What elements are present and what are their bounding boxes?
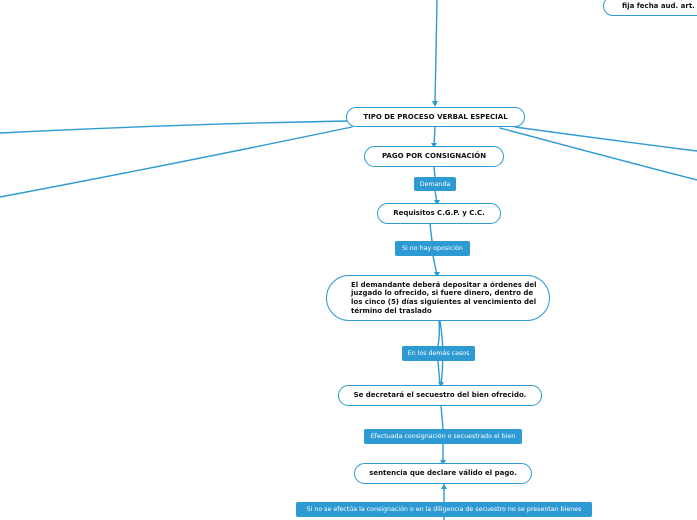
node-pago-consignacion-text: PAGO POR CONSIGNACIÓN (381, 152, 487, 161)
label-demanda[interactable]: Demanda (414, 177, 456, 191)
label-no-oposicion[interactable]: Si no hay oposición (395, 241, 470, 256)
arrowhead-requisitos (434, 200, 440, 205)
node-fija-fecha[interactable]: fija fecha aud. art. 1 (603, 0, 697, 16)
node-tipo-proceso-text: TIPO DE PROCESO VERBAL ESPECIAL (363, 112, 508, 121)
node-tipo-proceso[interactable]: TIPO DE PROCESO VERBAL ESPECIAL (346, 107, 525, 127)
arrowhead-demandante (434, 272, 440, 277)
connector-demas-to-secuestro (437, 360, 441, 386)
label-demas-casos[interactable]: En los demás casos (402, 346, 475, 361)
node-requisitos-text: Requisitos C.G.P. y C.C. (393, 209, 485, 218)
connector-pago-to-demanda (433, 166, 436, 178)
connector-tipo-to-pago (433, 126, 436, 147)
label-efectuada-text: Efectuada consignación o secuestrado el … (370, 433, 516, 440)
connector-demandante-to-demas (437, 320, 441, 347)
arrowhead-sentencia-up (441, 484, 447, 489)
label-demas-casos-text: En los demás casos (407, 350, 470, 357)
arrowhead-tipo (432, 101, 438, 107)
label-no-efectua[interactable]: Si no se efectúa la consignación o en la… (296, 502, 592, 517)
connector-tipo-right-upper (514, 126, 697, 152)
node-requisitos[interactable]: Requisitos C.G.P. y C.C. (377, 203, 501, 224)
connector-tipo-left-lower (0, 126, 353, 198)
node-demandante-text: El demandante deberá depositar a órdenes… (351, 280, 537, 315)
node-fija-fecha-text: fija fecha aud. art. 1 (622, 1, 697, 10)
arrowhead-secuestro (438, 382, 444, 387)
node-secuestro-text: Se decretará el secuestro del bien ofrec… (353, 391, 527, 400)
label-efectuada[interactable]: Efectuada consignación o secuestrado el … (364, 429, 522, 444)
connector-secuestro-to-efectuada (440, 404, 444, 430)
label-no-efectua-text: Si no se efectúa la consignación o en la… (306, 506, 582, 513)
connector-oposicion-to-demandante (432, 255, 438, 276)
node-demandante[interactable]: El demandante deberá depositar a órdenes… (326, 275, 550, 321)
node-pago-consignacion[interactable]: PAGO POR CONSIGNACIÓN (364, 146, 504, 167)
label-no-oposicion-text: Si no hay oposición (402, 245, 463, 252)
node-sentencia[interactable]: sentencia que declare válido el pago. (354, 463, 532, 484)
arrowhead-pago (431, 143, 437, 148)
node-sentencia-text: sentencia que declare válido el pago. (369, 469, 517, 478)
node-secuestro[interactable]: Se decretará el secuestro del bien ofrec… (338, 385, 542, 406)
connector-tipo-right-lower (499, 127, 697, 181)
arrowhead-sentencia (440, 460, 446, 465)
connector-tipo-left-upper (0, 120, 348, 134)
label-demanda-text: Demanda (419, 180, 451, 188)
connector-top-to-tipo (434, 0, 438, 104)
connector-requisitos-to-oposicion (429, 223, 433, 242)
